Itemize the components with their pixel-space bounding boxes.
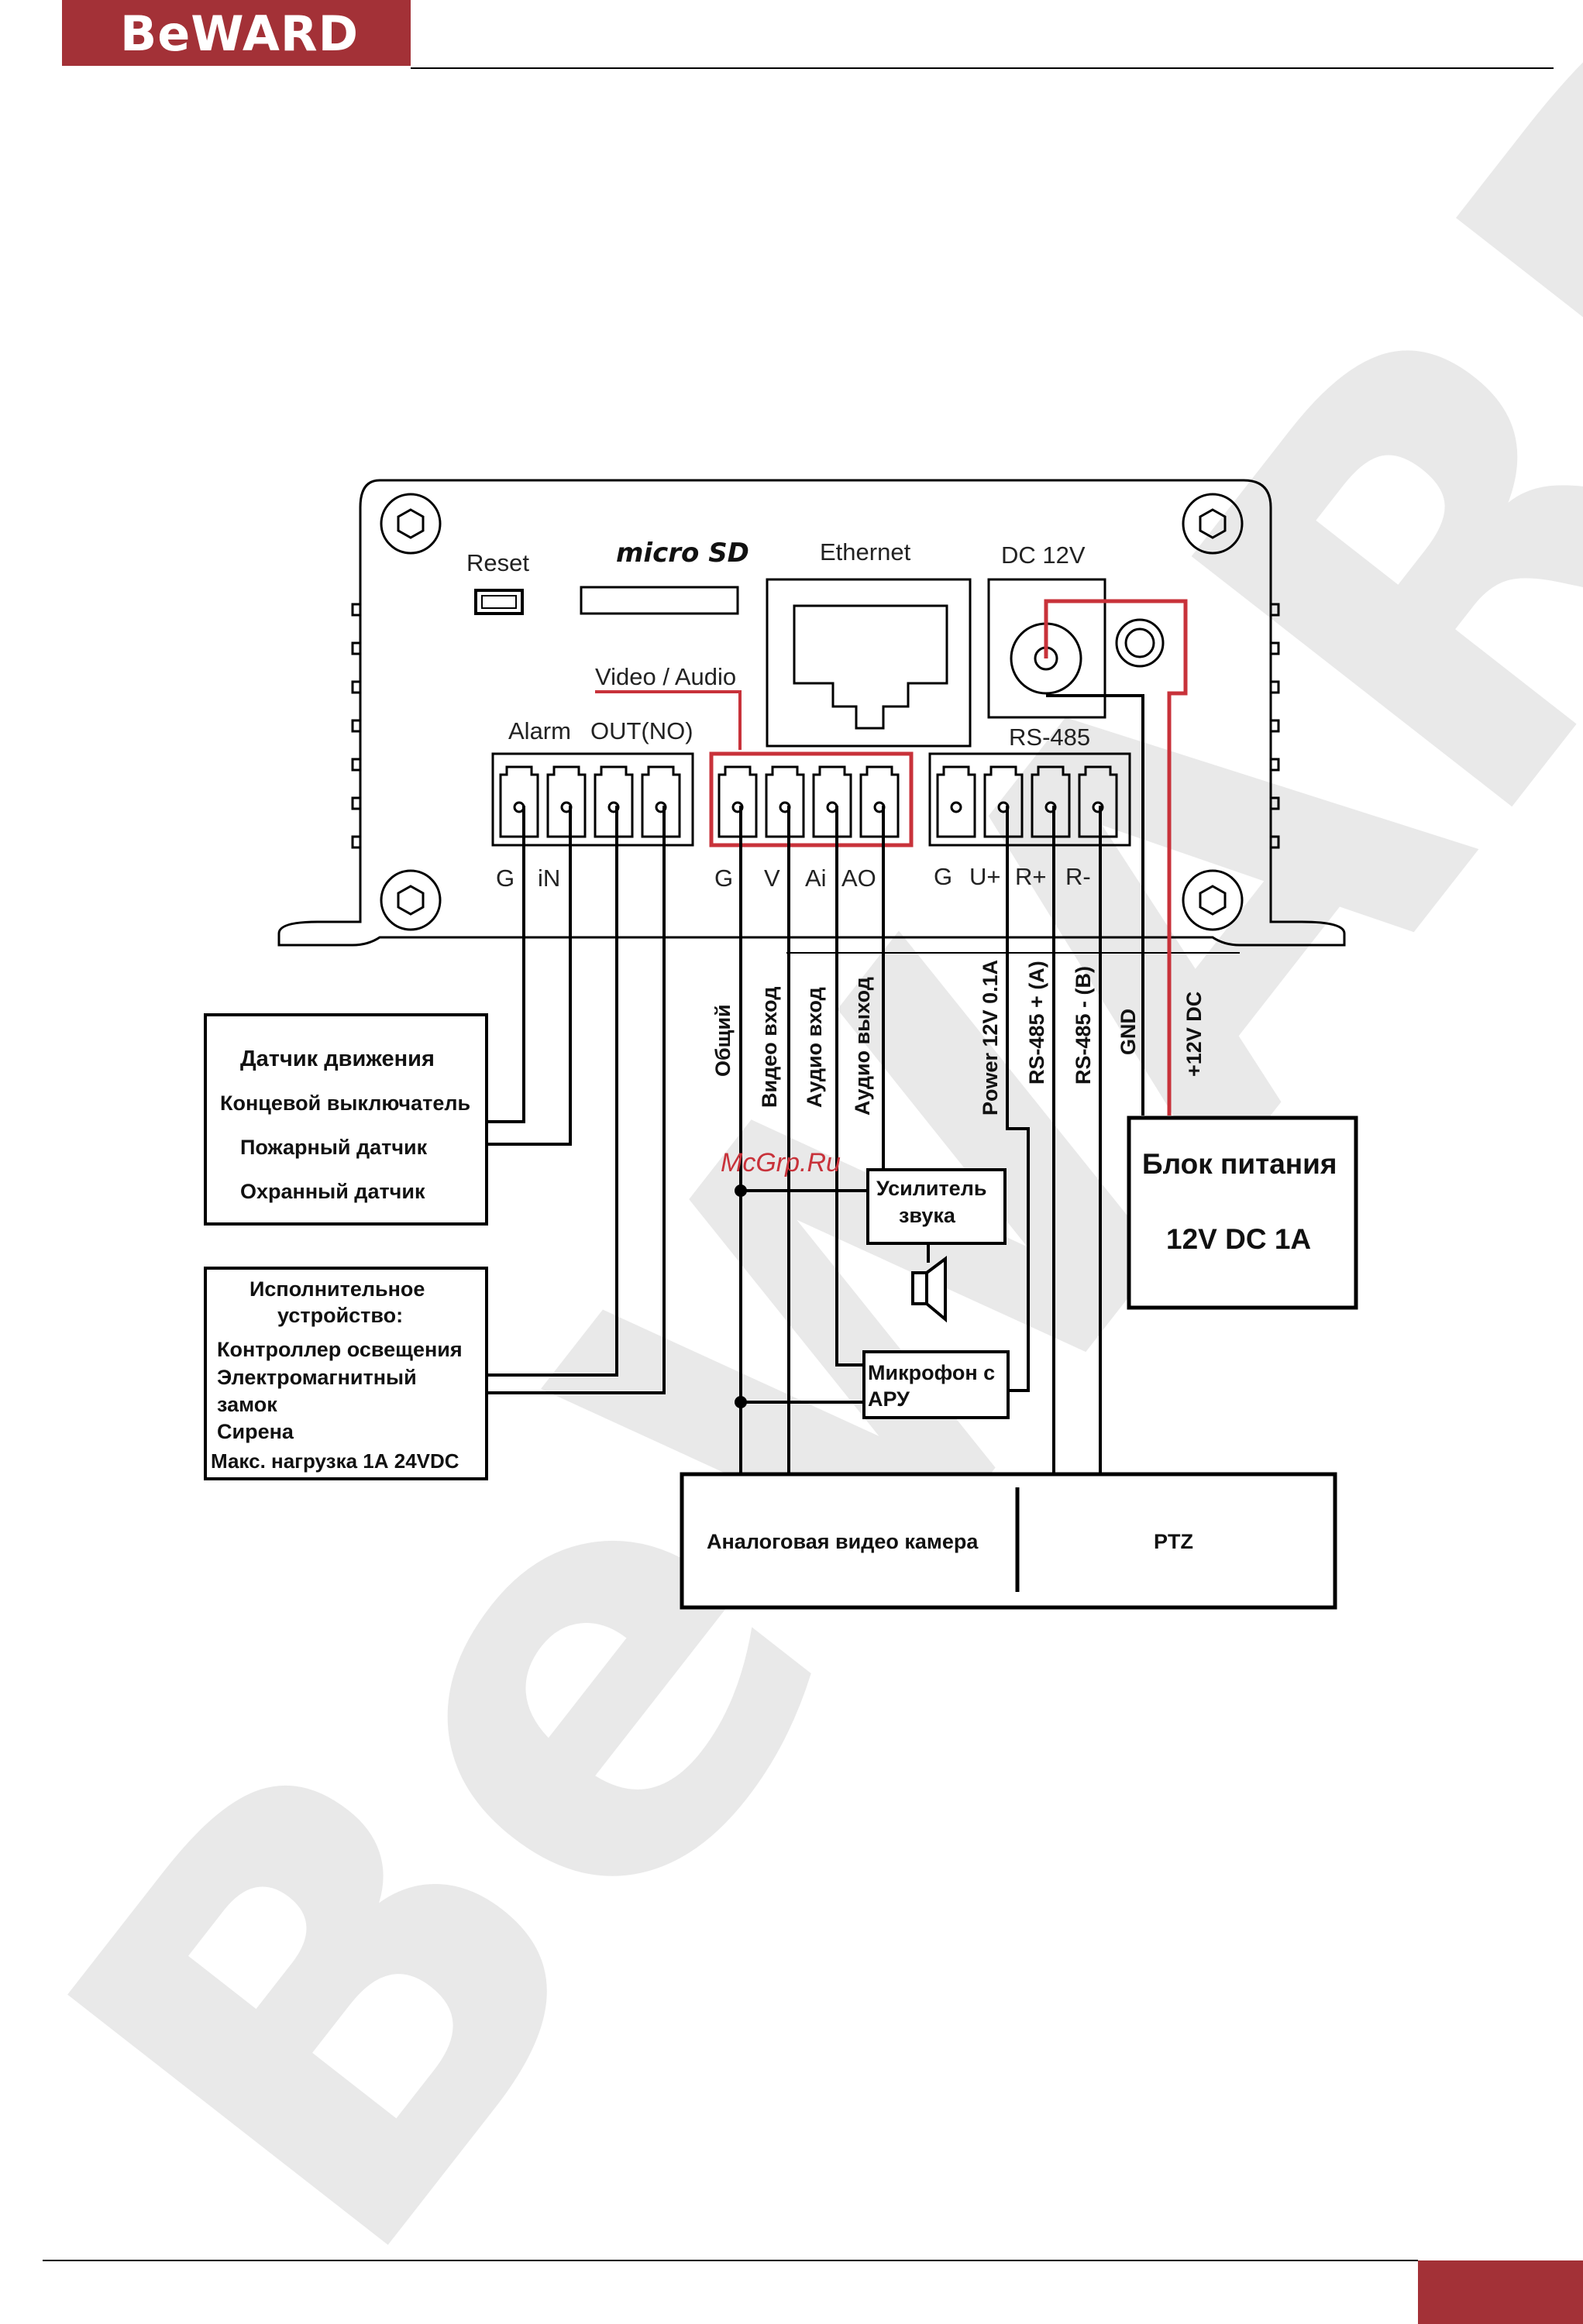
alarm-terminal-1[interactable] bbox=[499, 765, 539, 838]
microsd-logo: micro SD bbox=[616, 538, 749, 569]
wire-power bbox=[1006, 806, 1030, 1392]
wire-out-2 bbox=[488, 806, 666, 1394]
reset-label: Reset bbox=[466, 549, 529, 576]
alarm-pin-in: iN bbox=[538, 865, 560, 892]
microsd-slot[interactable] bbox=[580, 586, 739, 615]
video-audio-pointer bbox=[595, 690, 742, 750]
amp-line-1: Усилитель bbox=[876, 1177, 986, 1200]
wires bbox=[488, 694, 1144, 1474]
wire-label-audio-out: Аудио выход bbox=[851, 977, 874, 1116]
sensor-line-1: Датчик движения bbox=[240, 1047, 435, 1071]
rs485-pin-r-minus: R- bbox=[1065, 863, 1091, 890]
footer-accent bbox=[1418, 2260, 1583, 2324]
wire-label-video-in: Видео вход bbox=[758, 987, 781, 1108]
reset-button[interactable] bbox=[474, 589, 524, 615]
alarm-terminal-2[interactable] bbox=[546, 765, 587, 838]
sensor-line-4: Охранный датчик bbox=[240, 1180, 425, 1203]
wire-out-1 bbox=[488, 806, 618, 1377]
wire-label-gnd: GND bbox=[1117, 1009, 1140, 1055]
actuator-box: Исполнительное устройство: Контроллер ос… bbox=[204, 1267, 488, 1480]
actuator-line-1: Исполнительное bbox=[249, 1277, 425, 1301]
screws bbox=[380, 493, 1244, 931]
va-terminal-block bbox=[709, 751, 914, 847]
wire-label-rs485b: RS-485 - (B) bbox=[1072, 966, 1095, 1085]
side-fins bbox=[351, 603, 1280, 849]
rs485-pin-r-plus: R+ bbox=[1015, 863, 1047, 890]
va-pin-v: V bbox=[764, 865, 780, 892]
wire-label-power: Power 12V 0.1A bbox=[979, 960, 1002, 1116]
actuator-line-3: Контроллер освещения bbox=[217, 1338, 463, 1361]
site-watermark: McGrp.Ru bbox=[721, 1148, 841, 1177]
va-pin-g: G bbox=[714, 865, 733, 892]
screw-bottom-left bbox=[380, 869, 442, 931]
ethernet-port[interactable] bbox=[766, 578, 972, 748]
psu-title: Блок питания bbox=[1142, 1148, 1337, 1180]
footer bbox=[43, 2260, 1583, 2324]
video-audio-label: Video / Audio bbox=[595, 663, 736, 690]
actuator-line-6: Сирена bbox=[217, 1420, 294, 1443]
alarm-pin-g: G bbox=[496, 865, 514, 892]
wire-alarm-g bbox=[488, 806, 525, 1123]
mic-box: Микрофон с АРУ bbox=[862, 1350, 1010, 1419]
rs485-label: RS-485 bbox=[1009, 724, 1090, 751]
ptz-label: PTZ bbox=[1154, 1530, 1193, 1553]
reset-button-inner bbox=[481, 595, 517, 609]
wire-label-audio-in: Аудио вход bbox=[803, 987, 826, 1108]
alarm-label: Alarm bbox=[508, 717, 571, 744]
actuator-line-2: устройство: bbox=[277, 1304, 403, 1327]
sensor-line-2: Концевой выключатель bbox=[220, 1092, 470, 1115]
sensor-line-3: Пожарный датчик bbox=[240, 1136, 428, 1159]
alarm-terminal-4[interactable] bbox=[641, 765, 681, 838]
rs485-terminal-block bbox=[928, 752, 1131, 847]
screw-bottom-right bbox=[1182, 869, 1244, 931]
va-pin-ao: AO bbox=[841, 865, 876, 892]
wire-alarm-in bbox=[488, 806, 572, 1146]
camera-label: Аналоговая видео камера bbox=[707, 1530, 979, 1553]
va-terminal-1[interactable] bbox=[718, 765, 758, 838]
rs485-terminal-1[interactable] bbox=[936, 765, 976, 838]
rs485-pin-u: U+ bbox=[969, 863, 1001, 890]
junction-mic bbox=[735, 1396, 747, 1408]
out-label: OUT(NO) bbox=[590, 717, 693, 744]
screw-top-right bbox=[1182, 493, 1244, 555]
microsd-logo-text: micro SD bbox=[616, 538, 749, 569]
wire-label-common: Общий bbox=[711, 1004, 735, 1077]
wire-va-ai bbox=[835, 806, 864, 1367]
amp-box: Усилитель звука bbox=[866, 1168, 1007, 1245]
actuator-line-7: Макс. нагрузка 1А 24VDC bbox=[211, 1449, 459, 1473]
actuator-line-4: Электромагнитный bbox=[217, 1366, 417, 1389]
screw-top-left bbox=[380, 493, 442, 555]
junction-amp bbox=[735, 1184, 747, 1197]
wire-label-plus12: +12V DC bbox=[1182, 992, 1206, 1077]
camera-box: Аналоговая видео камера PTZ bbox=[680, 1472, 1337, 1610]
rs485-pin-g: G bbox=[934, 863, 952, 890]
alarm-terminal-block bbox=[491, 752, 694, 847]
psu-box: Блок питания 12V DC 1A bbox=[1127, 1116, 1358, 1310]
amp-line-2: звука bbox=[899, 1204, 956, 1227]
va-pin-ai: Ai bbox=[805, 865, 827, 892]
mic-line-1: Микрофон с bbox=[868, 1361, 995, 1384]
wire-label-rs485a: RS-485 + (A) bbox=[1025, 961, 1048, 1085]
alarm-terminal-3[interactable] bbox=[594, 765, 634, 838]
va-terminal-2[interactable] bbox=[765, 765, 805, 838]
sensor-box: Датчик движения Концевой выключатель Пож… bbox=[204, 1013, 488, 1226]
psu-spec: 12V DC 1A bbox=[1166, 1223, 1311, 1255]
device-body bbox=[277, 479, 1346, 954]
wire-gnd bbox=[1046, 694, 1144, 1116]
ethernet-label: Ethernet bbox=[820, 538, 911, 566]
speaker-icon bbox=[911, 1243, 947, 1323]
header: BeWARD bbox=[62, 0, 1554, 69]
actuator-line-5: замок bbox=[217, 1393, 277, 1416]
wire-plus12 bbox=[1044, 599, 1188, 1116]
logo-plate bbox=[62, 0, 411, 66]
mic-line-2: АРУ bbox=[868, 1387, 910, 1411]
brand-logo: BeWARD bbox=[120, 5, 359, 62]
dc-label: DC 12V bbox=[1001, 541, 1086, 569]
